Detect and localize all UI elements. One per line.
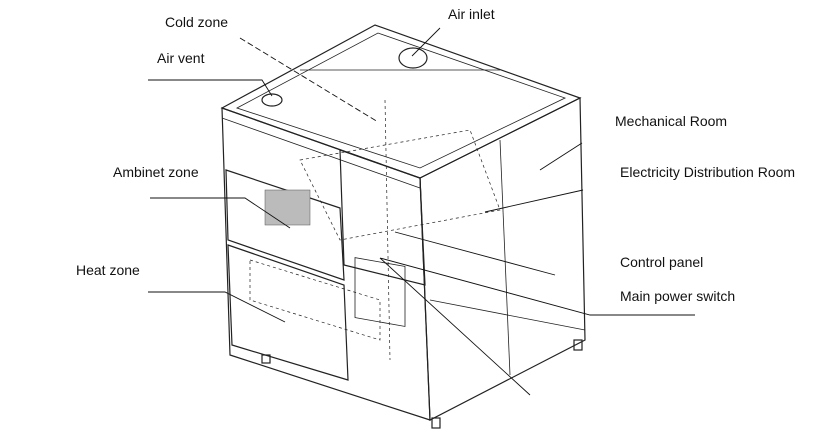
leader-air-vent xyxy=(148,79,273,97)
label-control-panel: Control panel xyxy=(620,254,704,270)
label-cold-zone: Cold zone xyxy=(165,14,229,30)
chamber-side xyxy=(419,97,586,421)
air-vent xyxy=(261,93,283,107)
label-mechanical-room: Mechanical Room xyxy=(615,113,728,129)
air-inlet xyxy=(398,47,428,69)
chamber-top xyxy=(220,24,582,179)
ambient-grid xyxy=(264,189,311,226)
control-cabinet xyxy=(339,149,426,286)
leader-heat xyxy=(148,291,286,323)
heat-door xyxy=(227,244,349,381)
leader-ambient xyxy=(150,197,291,229)
leader-air-inlet xyxy=(411,27,441,57)
label-main-power-switch: Main power switch xyxy=(620,288,736,304)
leader-main-power xyxy=(379,257,695,396)
top-inner xyxy=(235,32,567,169)
label-electricity-room: Electricity Distribution Room xyxy=(620,164,796,180)
label-air-vent: Air vent xyxy=(157,50,205,66)
leader-mechanical xyxy=(539,142,583,171)
leader-electricity xyxy=(484,189,584,213)
leader-control-panel xyxy=(394,231,556,276)
label-heat-zone: Heat zone xyxy=(76,262,140,278)
label-ambient-zone: Ambinet zone xyxy=(113,164,199,180)
label-air-inlet: Air inlet xyxy=(448,6,495,22)
